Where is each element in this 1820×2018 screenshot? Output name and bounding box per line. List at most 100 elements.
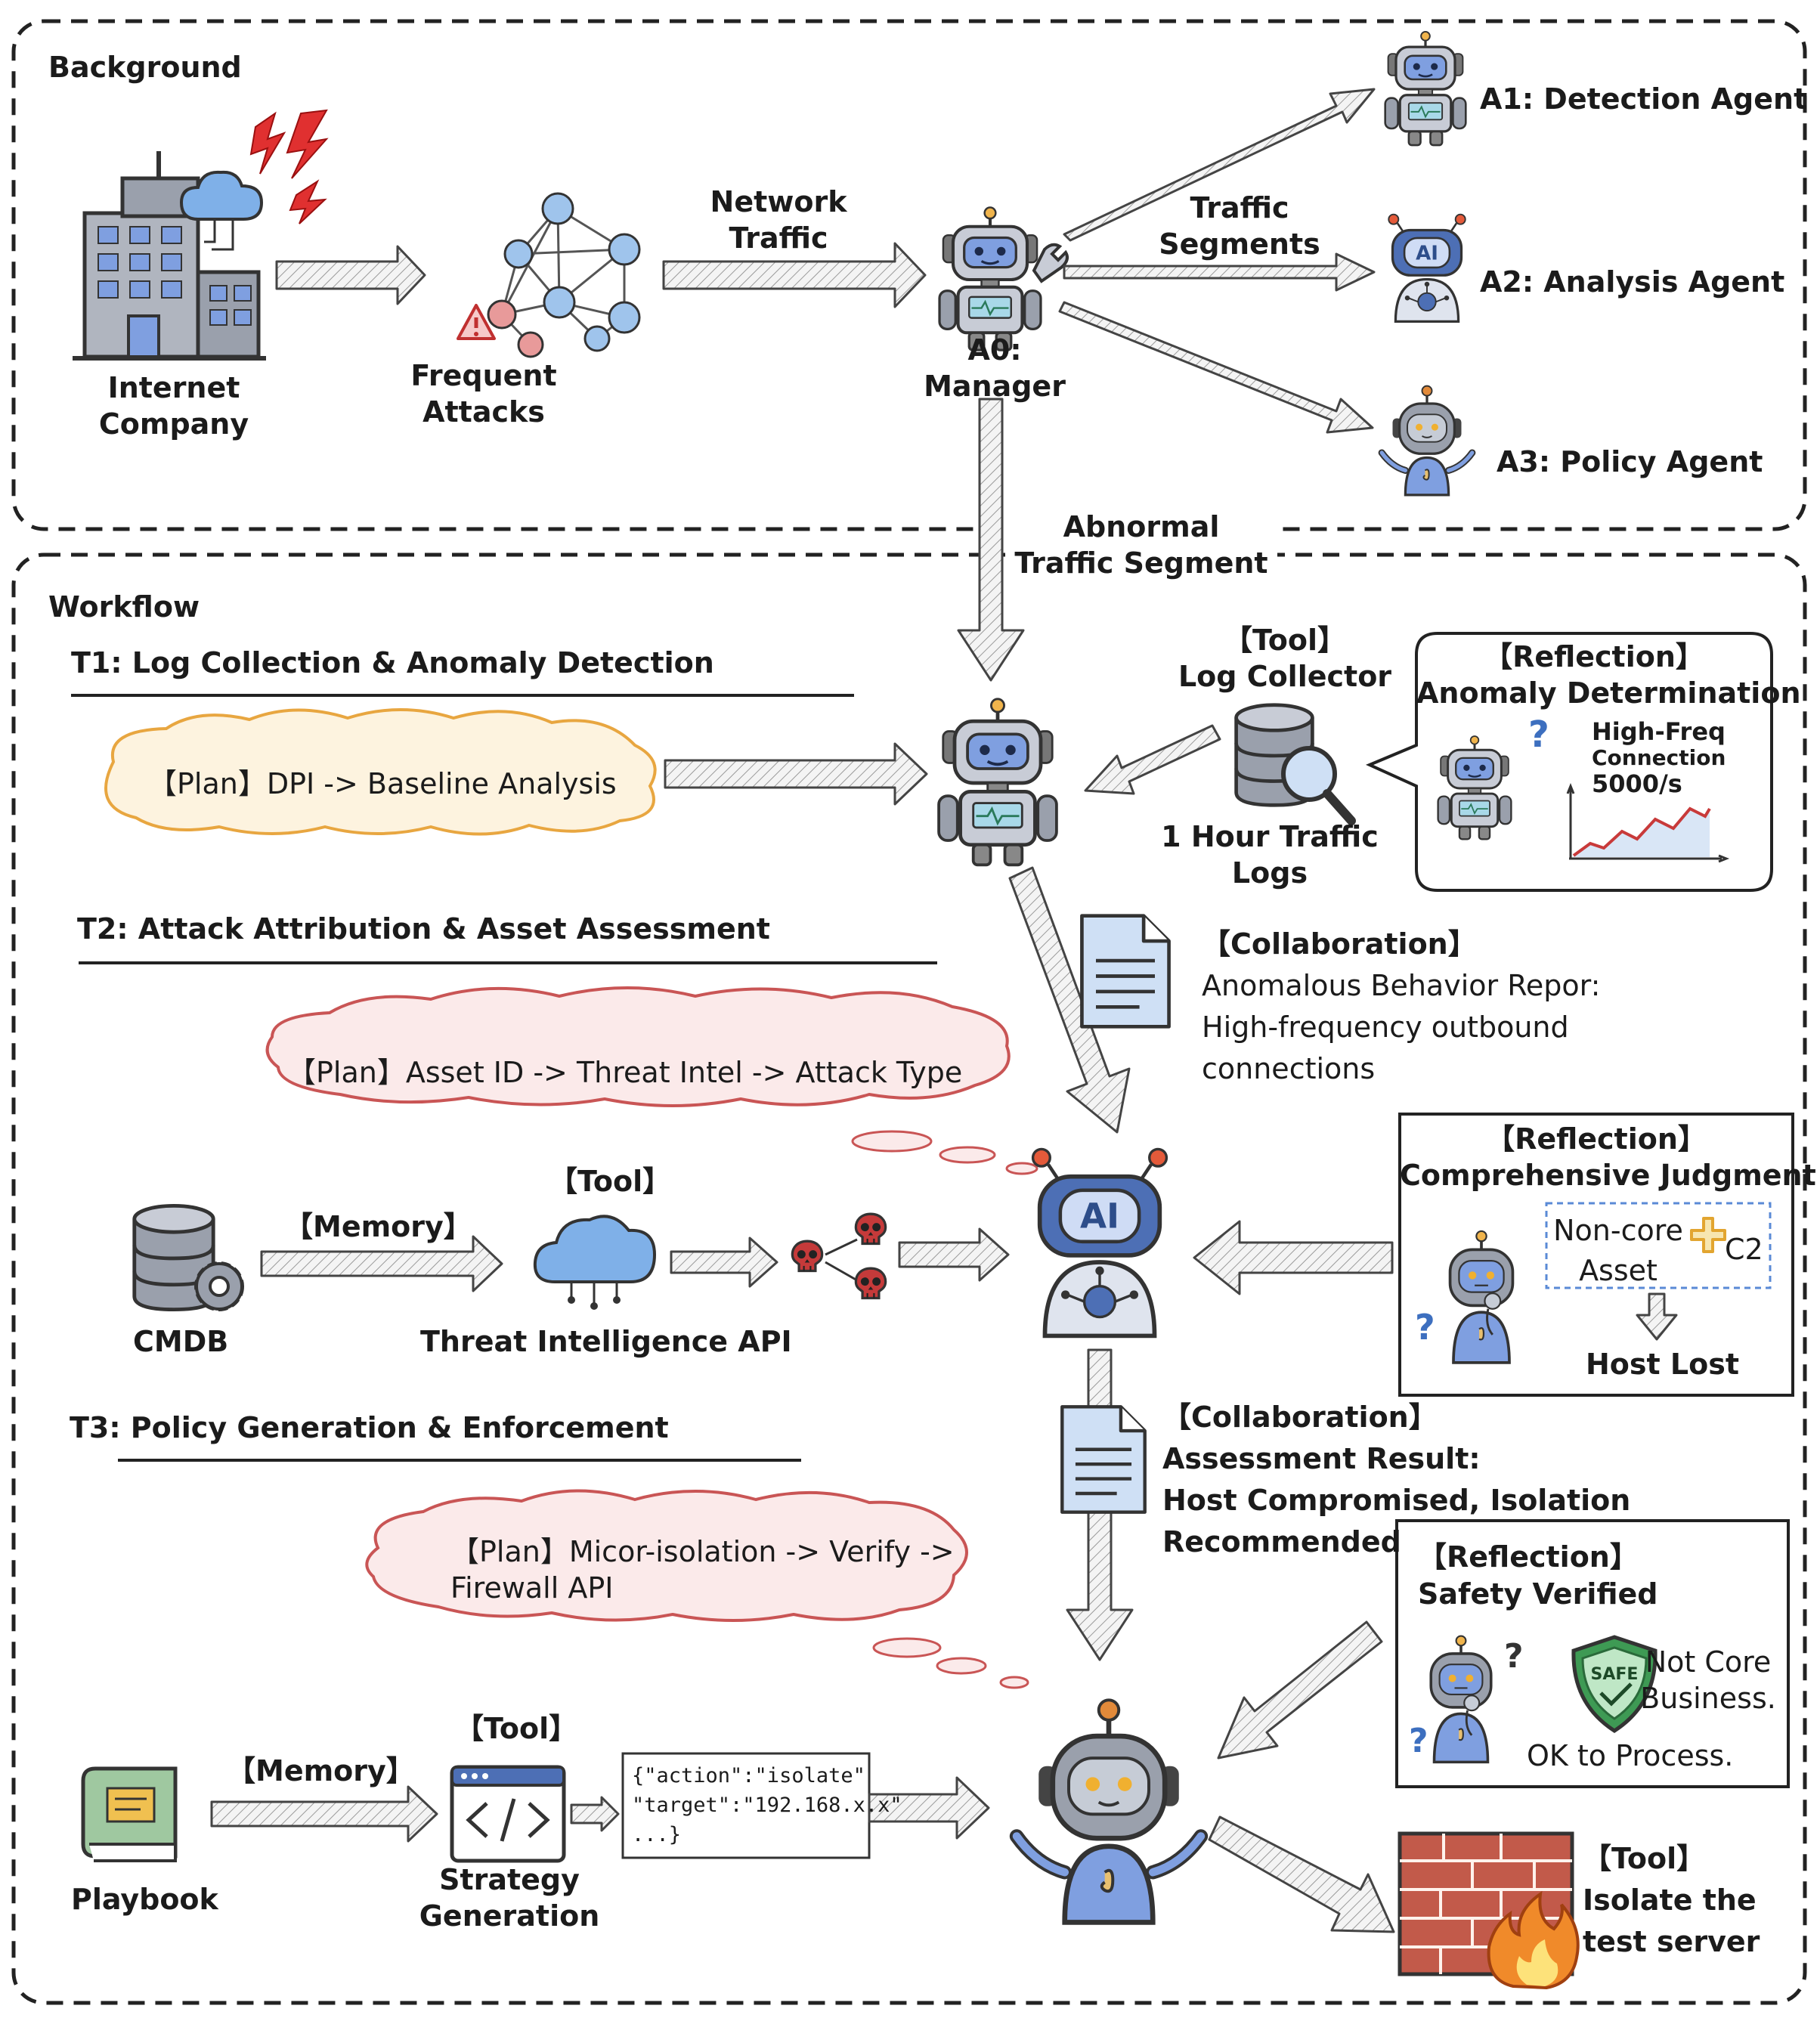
network-traffic-line2: Traffic [729, 221, 828, 255]
safety-line2: Business. [1640, 1681, 1776, 1715]
safety-line3: OK to Process. [1527, 1739, 1734, 1772]
segments-label-line1: Traffic [1190, 191, 1289, 224]
shield-icon: SAFE [1571, 1635, 1658, 1733]
t2-collab-block: 【Collaboration】 Anomalous Behavior Repor… [1202, 924, 1600, 1090]
arrow-json-policy [868, 1776, 990, 1840]
t3-title: T3: Policy Generation & Enforcement [70, 1411, 669, 1444]
t3-collab-line1: Assessment Result: [1162, 1442, 1481, 1476]
magnifier-icon [1281, 746, 1356, 825]
final-tool-line2: test server [1583, 1925, 1760, 1959]
t1-title: T1: Log Collection & Anomaly Detection [71, 646, 714, 679]
t1-tool-label: 【Tool】 Log Collector [1149, 623, 1421, 695]
t1-tool-tag: 【Tool】 [1223, 624, 1347, 657]
arrow-asset-hostlost [1636, 1292, 1678, 1341]
t2-reflection-title: Comprehensive Judgment [1400, 1158, 1816, 1192]
json-code: {"action":"isolate" "target":"192.168.x.… [632, 1761, 902, 1849]
question-icon-t2: ? [1415, 1307, 1435, 1348]
t2-tool-tag: 【Tool】 [549, 1165, 672, 1198]
t3-memory-tag: 【Memory】 [227, 1754, 415, 1787]
arrow-t1-t2 [1008, 866, 1131, 1134]
company-building-icon [73, 151, 266, 361]
t1-plan-text: 【Plan】DPI -> Baseline Analysis [148, 767, 617, 800]
t1-tool-name: Log Collector [1178, 659, 1392, 693]
network-traffic-line1: Network [710, 185, 847, 218]
segments-label: Traffic Segments [1149, 190, 1330, 262]
c2-label: C2 [1725, 1233, 1763, 1266]
t2-memory-tag: 【Memory】 [284, 1210, 472, 1243]
t2-plan-cloud [265, 986, 1011, 1107]
workflow-section-label: Workflow [48, 590, 200, 624]
company-label: Internet Company [83, 370, 265, 442]
t2-reflection-tag: 【Reflection】 [1486, 1122, 1707, 1156]
t1-plan-cloud [104, 708, 657, 836]
arrow-abnormal-down [957, 398, 1025, 682]
json-line1: {"action":"isolate" [632, 1764, 865, 1787]
agent-a3-label: A3: Policy Agent [1497, 445, 1763, 478]
question-icon-t3b: ? [1409, 1722, 1428, 1760]
arrow-company-attacks [275, 245, 426, 305]
asset-label-line2: Asset [1579, 1254, 1658, 1288]
arrow-manager-a2 [1063, 252, 1376, 292]
asset-dashed-box [1545, 1202, 1772, 1289]
json-line2: "target":"192.168.x.x" [632, 1794, 902, 1818]
t1-chart-label-line1: High-Freq [1592, 717, 1726, 746]
company-label-line1: Internet [107, 371, 240, 404]
t3-reflection-title: Safety Verified [1418, 1577, 1658, 1611]
t3-plan-text: 【Plan】Micor-isolation -> Verify -> Firew… [450, 1534, 955, 1606]
attacks-label-line1: Frequent [410, 359, 557, 392]
abnormal-label: Abnormal Traffic Segment [1005, 509, 1277, 581]
strategy-label-line2: Generation [419, 1899, 600, 1933]
arrow-skulls-ai [898, 1227, 1010, 1282]
cloud-api-icon [533, 1215, 657, 1310]
strategy-label: Strategy Generation [411, 1862, 608, 1934]
t2-reflection-header: 【Reflection】 Comprehensive Judgment [1400, 1122, 1816, 1193]
traffic-line-chart [1566, 782, 1730, 863]
t1-reflection-tag: 【Reflection】 [1484, 640, 1704, 673]
final-tool-tag: 【Tool】 [1583, 1842, 1706, 1875]
t1-chart-label-line3: 5000/s [1592, 769, 1682, 798]
code-window-icon [450, 1765, 566, 1863]
t3-collab-line2: Host Compromised, Isolation [1162, 1484, 1631, 1518]
question-icon: ? [1528, 713, 1549, 756]
arrow-logcollector-t1 [1084, 724, 1221, 795]
agent-a2-label: A2: Analysis Agent [1480, 265, 1785, 299]
abnormal-label-line1: Abnormal [1063, 510, 1220, 543]
t3-thought-trail [872, 1637, 1029, 1689]
gear-icon [194, 1261, 244, 1311]
t3-reflection-header: 【Reflection】 Safety Verified [1418, 1539, 1658, 1614]
t3-reflection-tag: 【Reflection】 [1418, 1540, 1639, 1574]
arrow-manager-a1 [1063, 88, 1376, 242]
t2-collab-tag: 【Collaboration】 [1202, 927, 1477, 961]
json-box [621, 1752, 871, 1859]
t3-plan-cloud [365, 1489, 968, 1622]
t2-title: T2: Attack Attribution & Asset Assessmen… [77, 912, 770, 946]
json-line3: ...} [632, 1823, 682, 1847]
t1-reflection-header: 【Reflection】 Anomaly Determination [1416, 639, 1801, 711]
t2-plan-text: 【Plan】Asset ID -> Threat Intel -> Attack… [287, 1056, 963, 1089]
company-label-line2: Company [98, 407, 249, 441]
t1-logs-line1: 1 Hour Traffic [1161, 820, 1379, 853]
skull-threat-icon [791, 1212, 887, 1300]
playbook-label: Playbook [71, 1883, 218, 1916]
plus-icon [1690, 1217, 1726, 1253]
attacks-label-line2: Attacks [422, 395, 545, 429]
t2-collab-line1: Anomalous Behavior Repor: [1202, 969, 1601, 1003]
playbook-icon [81, 1766, 178, 1862]
t1-logs-label: 1 Hour Traffic Logs [1141, 819, 1398, 891]
host-lost-label: Host Lost [1586, 1348, 1740, 1381]
t2-collab-line3: connections [1202, 1052, 1376, 1086]
question-icon-t3a: ? [1504, 1637, 1524, 1676]
svg-text:SAFE: SAFE [1591, 1665, 1639, 1684]
agent-a1-label: A1: Detection Agent [1480, 82, 1808, 116]
t2-thought-trail [851, 1130, 1038, 1175]
t3-collab-tag: 【Collaboration】 [1162, 1401, 1438, 1434]
final-tool-line1: Isolate the [1583, 1883, 1757, 1917]
arrow-plan-t1 [664, 742, 928, 806]
t1-chart-label-line2: Connection [1592, 744, 1726, 770]
arrow-cmdb-api [260, 1235, 503, 1292]
t3-plan-line2: Firewall API [450, 1571, 614, 1605]
t3-plan-line1: 【Plan】Micor-isolation -> Verify -> [450, 1535, 955, 1568]
lightning-icon [249, 109, 329, 224]
asset-label-line1: Non-core [1553, 1214, 1683, 1247]
fire-icon [1487, 1890, 1580, 1990]
